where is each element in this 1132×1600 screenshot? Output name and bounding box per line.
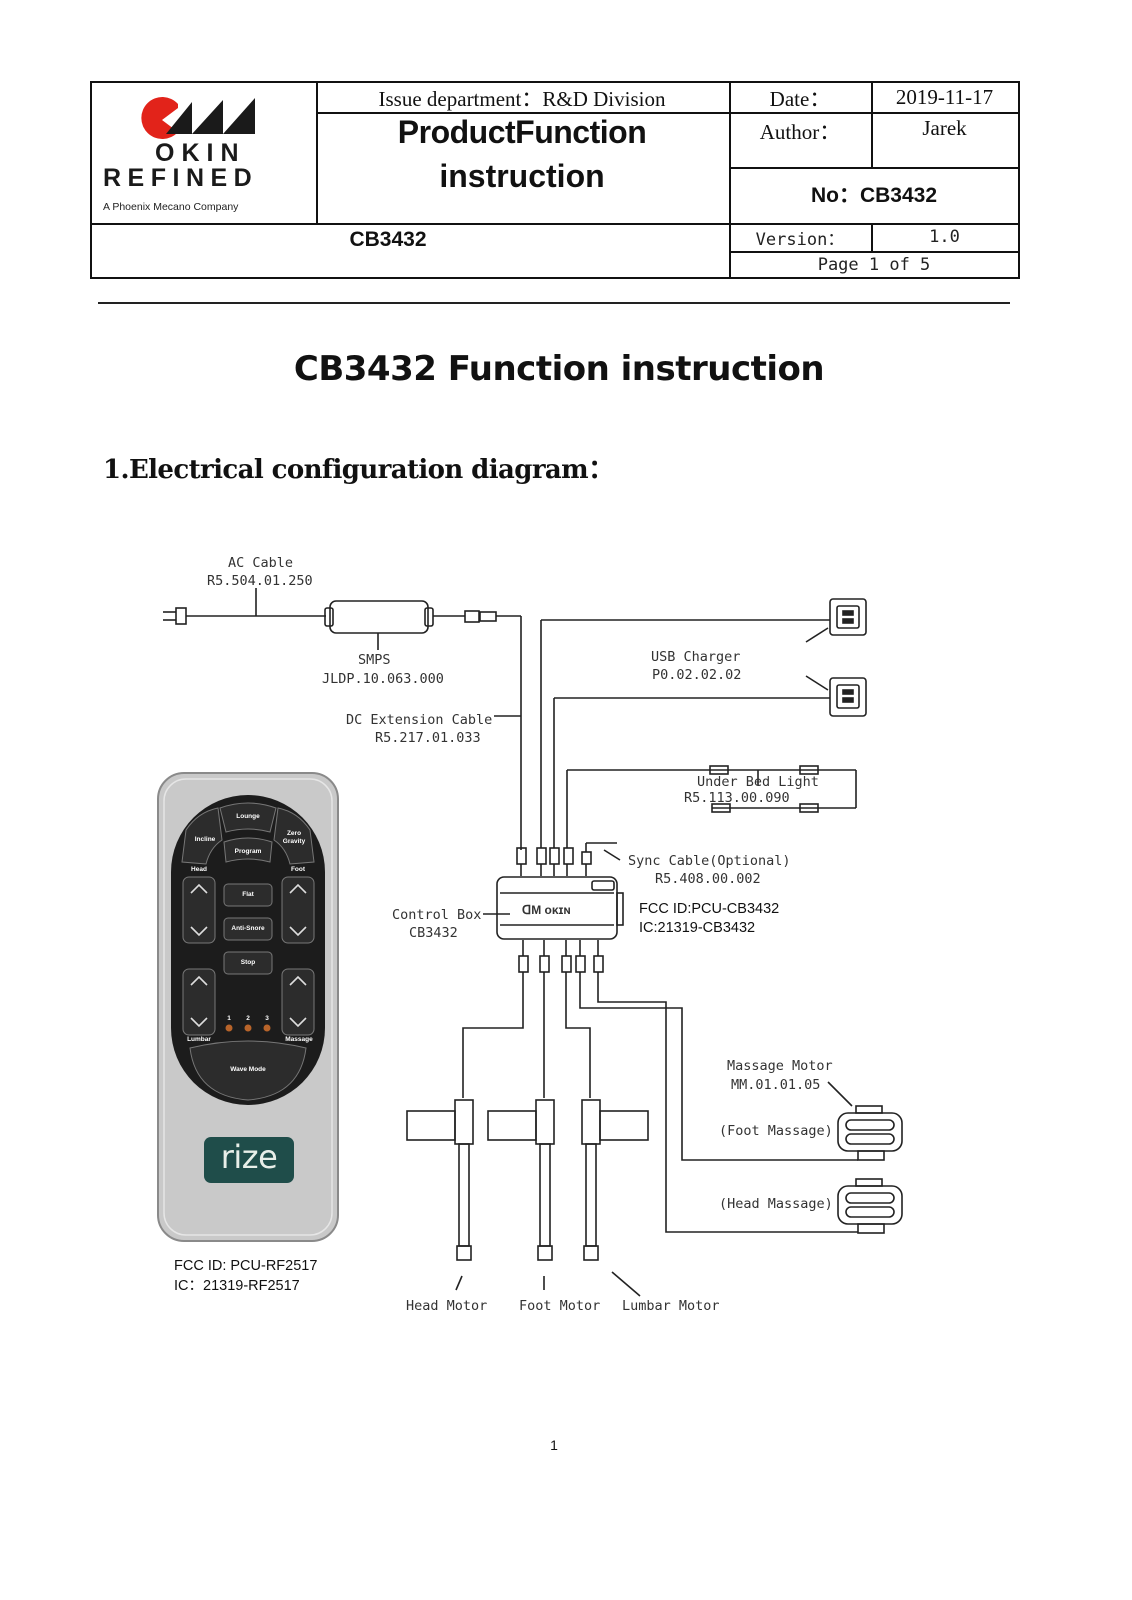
version-value: 1.0	[929, 227, 960, 247]
doc-title-line2: instruction	[439, 158, 605, 194]
control-box-name: Control Box	[392, 907, 482, 923]
doc-title-line1: ProductFunction	[397, 114, 647, 150]
remote-lumbar-label: Lumbar	[187, 1036, 211, 1043]
remote-zero-gravity-label1: Zero	[286, 830, 302, 837]
remote-ic: IC：21319-RF2517	[174, 1278, 300, 1294]
remote-wave-mode-button: Wave Mode	[230, 1066, 266, 1073]
head-motor-icon	[406, 1099, 474, 1261]
under-bed-light-name: Under Bed Light	[697, 774, 819, 790]
ac-plug-icon	[163, 607, 187, 625]
date-value: 2019-11-17	[895, 84, 994, 109]
remote-stop-button: Stop	[240, 959, 256, 966]
model-code: CB3432	[349, 228, 427, 251]
usb-charger-part: P0.02.02.02	[652, 667, 742, 683]
author-label: Author：	[759, 120, 841, 144]
sync-cable-part: R5.408.00.002	[655, 871, 761, 887]
bottom-connectors-icon	[518, 955, 604, 973]
remote-head-label: Head	[191, 866, 207, 873]
page-number: 1	[550, 1437, 558, 1453]
under-bed-light-part: R5.113.00.090	[684, 790, 790, 806]
document-number: No：CB3432	[810, 184, 938, 207]
control-box-ic: IC:21319-CB3432	[639, 920, 756, 936]
document-header-table	[90, 81, 1020, 279]
remote-control-icon	[157, 772, 339, 1242]
header-divider	[98, 302, 1010, 304]
dc-extension-name: DC Extension Cable	[346, 712, 493, 728]
svg-text:ᗡM ᴏᴋɪɴ: ᗡM ᴏᴋɪɴ	[522, 903, 571, 917]
remote-led-2-label: 2	[246, 1015, 250, 1022]
control-box-icon: ᗡM ᴏᴋɪɴ	[496, 876, 624, 940]
massage-motor-name: Massage Motor	[727, 1058, 833, 1074]
remote-zero-gravity-label2: Gravity	[282, 838, 306, 845]
remote-program-button: Program	[234, 848, 262, 855]
foot-motor-icon	[487, 1099, 555, 1261]
lumbar-motor-label: Lumbar Motor	[622, 1298, 720, 1314]
dc-extension-part: R5.217.01.033	[375, 730, 481, 746]
usb-charger-name: USB Charger	[651, 649, 741, 665]
sync-cable-name: Sync Cable(Optional)	[628, 853, 791, 869]
company-tagline: A Phoenix Mecano Company	[103, 201, 239, 213]
remote-fcc-id: FCC ID: PCU-RF2517	[174, 1258, 318, 1274]
company-name-line1: OKIN	[155, 139, 246, 167]
foot-motor-label: Foot Motor	[519, 1298, 601, 1314]
head-massage-label: (Head Massage)	[719, 1196, 833, 1212]
remote-brand-logo: rize	[220, 1138, 278, 1176]
remote-led-1-label: 1	[227, 1015, 231, 1022]
head-motor-label: Head Motor	[406, 1298, 488, 1314]
control-box-fcc-id: FCC ID:PCU-CB3432	[639, 901, 780, 917]
ac-cable-part: R5.504.01.250	[207, 573, 313, 589]
remote-massage-label: Massage	[285, 1036, 313, 1043]
version-label: Version：	[755, 229, 845, 250]
remote-led-3-label: 3	[265, 1015, 269, 1022]
remote-anti-snore-button: Anti-Snore	[231, 925, 265, 932]
issue-department: Issue department：R&D Division	[378, 86, 666, 111]
remote-foot-label: Foot	[290, 866, 306, 873]
foot-massage-label: (Foot Massage)	[719, 1123, 833, 1139]
remote-lounge-button: Lounge	[236, 813, 260, 820]
company-name-line2: REFINED	[103, 164, 259, 192]
smps-adapter-icon	[324, 600, 434, 634]
main-title: CB3432 Function instruction	[293, 349, 825, 389]
massage-motor-part: MM.01.01.05	[731, 1077, 821, 1093]
under-bed-light-icon	[709, 765, 857, 813]
section-title: 1.Electrical configuration diagram：	[103, 455, 614, 485]
remote-flat-button: Flat	[242, 891, 254, 898]
company-logo	[100, 94, 310, 219]
usb-charger-bottom-icon	[805, 675, 867, 717]
foot-massage-motor-icon	[837, 1105, 903, 1161]
remote-incline-button: Incline	[194, 836, 216, 843]
smps-name: SMPS	[358, 652, 391, 668]
head-massage-motor-icon	[837, 1178, 903, 1234]
usb-charger-top-icon	[805, 598, 867, 643]
control-box-part: CB3432	[409, 925, 458, 941]
page-info: Page 1 of 5	[817, 254, 931, 275]
date-label: Date：	[769, 86, 831, 111]
smps-part: JLDP.10.063.000	[322, 671, 444, 687]
okin-logo-icon	[141, 97, 255, 139]
lumbar-motor-icon	[581, 1099, 649, 1261]
ac-cable-name: AC Cable	[228, 555, 294, 571]
author-value: Jarek	[922, 116, 967, 140]
